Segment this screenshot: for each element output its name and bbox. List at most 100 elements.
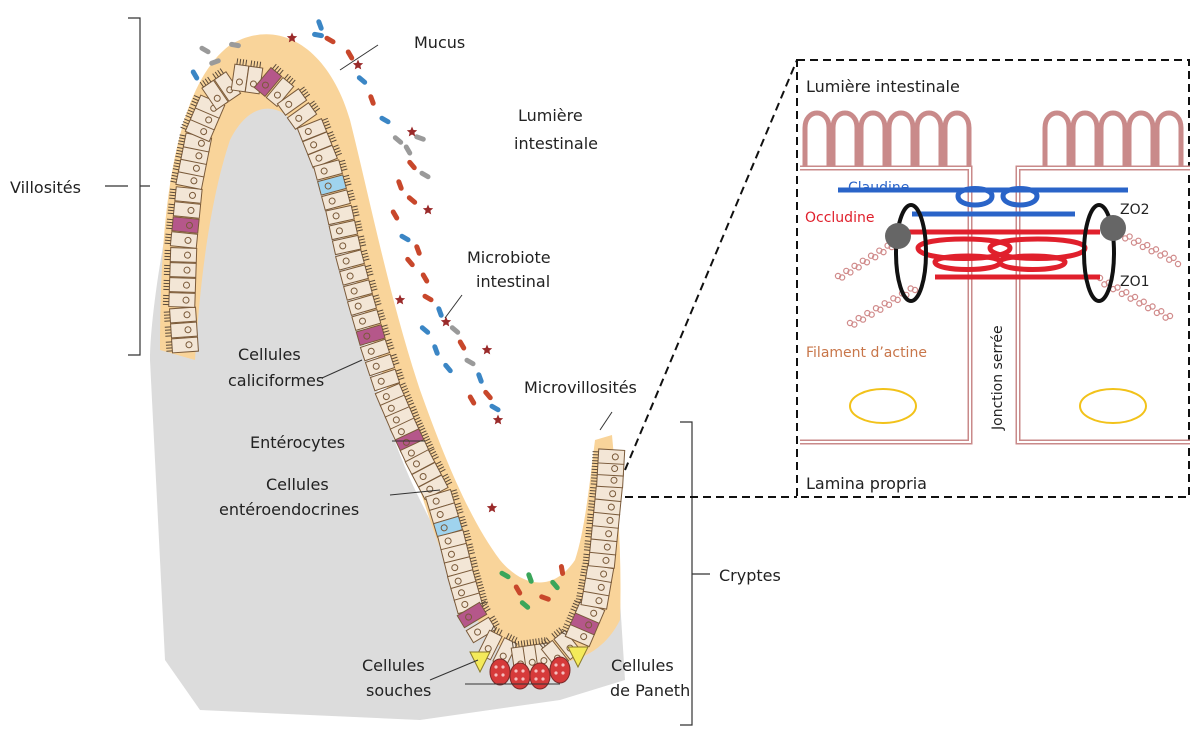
inset-label-actin: Filament d’actine — [806, 345, 927, 361]
label-goblet-2: caliciformes — [228, 371, 324, 390]
inset-label-lumen: Lumière intestinale — [806, 77, 960, 96]
label-microbiota-1: Microbiote — [467, 248, 551, 267]
microvillus — [583, 563, 589, 564]
microvillus — [583, 557, 589, 558]
bacterium — [199, 45, 212, 55]
microvillus — [587, 514, 593, 515]
microvillus — [589, 504, 595, 505]
star-particle — [493, 415, 503, 425]
microvillus — [586, 527, 592, 528]
paneth-granule — [521, 677, 524, 680]
star-particle — [423, 205, 433, 215]
microvillus — [590, 493, 596, 494]
bacterium — [420, 272, 430, 285]
bacterium — [414, 134, 427, 143]
microvillus — [170, 192, 176, 193]
paneth-granule — [541, 677, 544, 680]
label-lumen-2: intestinale — [514, 134, 598, 153]
microvillus — [167, 222, 173, 223]
paneth-granule — [541, 669, 544, 672]
bacterium — [482, 389, 494, 401]
bacterium — [316, 19, 325, 32]
label-enterocytes: Entérocytes — [250, 433, 345, 452]
bacterium — [457, 339, 467, 352]
tight-junction-inset: Lumière intestinale Claudine Occludine Z… — [797, 60, 1190, 497]
paneth-granule — [521, 669, 524, 672]
enterocyte-cell — [172, 337, 199, 353]
microvillus — [586, 533, 592, 534]
bacterium — [324, 35, 337, 45]
bacterium — [406, 159, 418, 171]
label-stem-1: Cellules — [362, 656, 425, 675]
star-particle — [482, 345, 492, 355]
microvillus — [585, 544, 591, 545]
bacterium — [464, 357, 477, 367]
inset-label-zo1: ZO1 — [1120, 274, 1150, 290]
bacterium — [489, 403, 502, 413]
enterocyte-cell — [170, 232, 197, 249]
villi-bracket — [128, 18, 150, 355]
paneth-granule — [494, 673, 497, 676]
label-stem-2: souches — [366, 681, 431, 700]
paneth-cell — [510, 663, 530, 689]
enterocyte-cell — [170, 263, 196, 278]
crypts-bracket — [680, 422, 710, 725]
bacterium — [476, 372, 485, 385]
bacterium — [558, 564, 565, 577]
label-microbiota-2: intestinal — [476, 272, 550, 291]
microvillus — [585, 541, 591, 542]
bacterium — [419, 170, 432, 180]
paneth-granule — [554, 671, 557, 674]
bacterium — [419, 324, 431, 336]
microvillus — [590, 487, 596, 488]
microvillus — [166, 225, 172, 226]
star-particle — [395, 295, 405, 305]
enterocyte-cell — [171, 322, 198, 338]
bacterium — [449, 324, 461, 336]
microvillus — [584, 550, 590, 551]
microvillus — [168, 207, 174, 208]
microvillus — [588, 510, 594, 511]
microvillus — [583, 554, 589, 555]
bacterium — [432, 344, 441, 357]
paneth-granule — [514, 669, 517, 672]
enterocyte-cell — [170, 248, 196, 263]
microvillus — [589, 496, 595, 497]
paneth-granule — [514, 677, 517, 680]
microvillus — [587, 520, 593, 521]
microvillus — [165, 237, 171, 238]
zo2-protein-left — [885, 223, 911, 249]
enterocyte-cell — [173, 202, 200, 219]
bacterium — [392, 134, 404, 146]
paneth-granule — [561, 663, 564, 666]
microvillus — [587, 517, 593, 518]
microvillus — [590, 490, 596, 491]
label-mucus: Mucus — [414, 33, 465, 52]
label-microvilli: Microvillosités — [524, 378, 637, 397]
bacterium — [467, 394, 477, 407]
microvillus — [168, 213, 174, 214]
microvillus — [165, 243, 171, 244]
paneth-granule — [561, 671, 564, 674]
star-particle — [441, 317, 451, 327]
inset-label-claudine: Claudine — [848, 180, 909, 196]
microvillus — [586, 530, 592, 531]
paneth-granule — [534, 669, 537, 672]
label-paneth-2: de Paneth — [610, 681, 690, 700]
label-paneth-1: Cellules — [611, 656, 674, 675]
enterocyte-cell — [169, 278, 195, 293]
bacterium — [436, 306, 445, 319]
bacterium — [406, 194, 418, 206]
bacterium — [422, 293, 435, 303]
paneth-granule — [554, 663, 557, 666]
enterocyte-cell — [170, 307, 197, 323]
microvillus — [169, 195, 175, 196]
bacterium — [356, 74, 368, 86]
paneth-granule — [494, 665, 497, 668]
inset-label-lamina: Lamina propria — [806, 474, 927, 493]
microvillus — [584, 547, 590, 548]
microvillus — [168, 204, 174, 205]
inset-label-junction: Jonction serrée — [990, 325, 1006, 431]
bacterium — [368, 94, 377, 107]
